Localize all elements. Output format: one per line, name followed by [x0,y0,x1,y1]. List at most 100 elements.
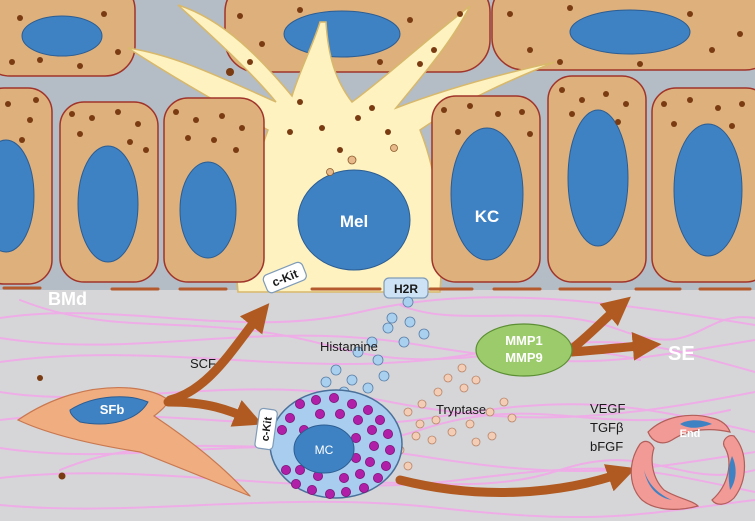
histamine-molecule [404,316,416,328]
mast-cell-nucleus [293,424,355,474]
melanin-granule [687,97,693,103]
histamine-molecule [402,296,414,308]
histamine-molecule [398,336,410,348]
mast-cell-granule [294,464,305,475]
mast-cell-granule [384,444,395,455]
melanin-granule [709,47,715,53]
melanin-granule [326,168,334,176]
endothelial-nucleus [644,470,672,500]
mmp1-label: MMP1 [505,333,543,348]
histamine-molecule [366,336,378,348]
melanin-granule [579,97,585,103]
mast-cell-granule [294,398,305,409]
tryptase-molecule [427,435,437,445]
dermal-granule [58,472,66,480]
melanocyte-nucleus [297,169,411,271]
melanin-granule [687,11,693,17]
mast-cell-granule [372,472,383,483]
tryptase-molecule [499,397,509,407]
melanin-granule [319,125,325,131]
histamine-molecule [330,364,342,376]
histamine-molecule [386,312,398,324]
tryptase-molecule [485,407,495,417]
melanin-granule [173,109,179,115]
histamine-molecule [346,374,358,386]
arrow-mmp-to-bm [563,296,631,357]
melanin-granule [519,109,525,115]
arrow-sfb-to-mc [163,397,263,427]
tryptase-molecule [465,419,475,429]
bfgf-label: bFGF [590,439,623,454]
scf-label: SCF [190,356,216,371]
bmd-label: BMd [48,289,87,309]
tryptase-molecule [417,399,427,409]
mast-cell-granule [382,428,393,439]
endothelial-nucleus [728,456,736,490]
endothelial-cell [630,440,700,510]
nucleus [673,123,743,257]
mast-cell-granule [334,408,345,419]
basement-membrane [2,286,752,291]
mast-cell-granule [354,468,365,479]
melanin-granule [569,111,575,117]
tryptase-molecule [459,383,469,393]
mel-label: Mel [340,212,368,231]
melanin-granule [615,119,621,125]
tryptase-molecule [433,387,443,397]
mast-cell-granule [284,412,295,423]
nucleus [0,139,35,253]
melanin-granule [219,113,225,119]
mast-cell-granule [346,398,357,409]
tryptase-molecule [507,413,517,423]
tryptase-molecule [431,415,441,425]
tryptase-molecule [471,375,481,385]
melanin-granule [355,115,361,121]
mast-cell-granule [362,404,373,415]
melanin-granule [135,121,141,127]
melanin-granule [623,101,629,107]
melanin-granule [233,147,239,153]
arrow-mc-to-vessel [395,464,636,497]
melanin-granule [101,11,107,17]
mast-cell-granule [374,414,385,425]
melanin-granule [739,101,745,107]
histamine-molecule [418,328,430,340]
melanin-granule [27,117,33,123]
mc-label: MC [315,443,334,457]
melanin-granule [507,11,513,17]
melanin-granule [19,137,25,143]
sfb-label: SFb [100,402,125,417]
melanin-granule [211,137,217,143]
melanin-granule [143,147,149,153]
melanin-granule [297,7,303,13]
secreted-molecules [320,296,517,471]
histamine-label: Histamine [320,339,378,354]
endothelial-cell [711,435,745,505]
melanin-granule [495,111,501,117]
melanin-granules [5,5,745,176]
signal-arrows [163,296,662,497]
mast-cell-granule [338,472,349,483]
melanin-granule [115,109,121,115]
mast-cell-granule [280,464,291,475]
melanin-granule [385,129,391,135]
melanin-granule [89,115,95,121]
melanin-granule [5,101,11,107]
histamine-molecule [362,382,374,394]
keratinocyte-nucleus [450,127,524,261]
melanin-granule [115,49,121,55]
histamine-molecule [378,370,390,382]
tryptase-molecule [443,373,453,383]
mast-cell-granule [366,424,377,435]
melanin-granule [417,61,423,67]
melanin-granule [671,121,677,127]
melanin-granule [297,99,303,105]
melanin-granule [17,15,23,21]
mast-cell-granule [358,482,369,493]
mast-cell-granule [368,440,379,451]
melanin-granule [390,144,398,152]
nucleus [77,145,139,263]
mast-cell-granule [340,486,351,497]
histamine-molecule [382,322,394,334]
